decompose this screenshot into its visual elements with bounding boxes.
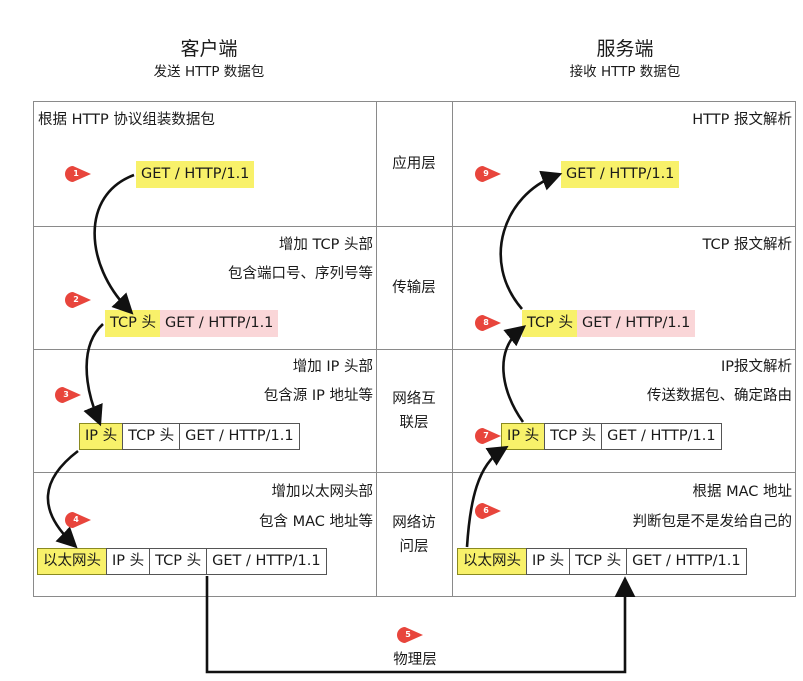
server-note-ip-2: 传送数据包、确定路由: [647, 388, 792, 404]
step-badge-8: 8: [475, 315, 501, 331]
server-subtitle: 接收 HTTP 数据包: [569, 64, 681, 80]
step-badge-6: 6: [475, 503, 501, 519]
layer-transport: 传输层: [392, 280, 436, 296]
arrow-server-transport-to-app: [499, 170, 563, 310]
row-divider-3: [33, 472, 796, 473]
http-request-line: GET / HTTP/1.1: [561, 161, 680, 188]
server-note-tcp: TCP 报文解析: [702, 237, 793, 253]
http-request-line: GET / HTTP/1.1: [136, 161, 255, 188]
row-divider-1: [33, 226, 796, 227]
step-badge-2: 2: [65, 292, 91, 308]
layer-physical: 物理层: [393, 652, 437, 668]
layer-application: 应用层: [392, 156, 436, 172]
ip-header: IP 头: [501, 423, 546, 450]
server-packet-app: GET / HTTP/1.1: [561, 161, 680, 188]
client-note-ip-2: 包含源 IP 地址等: [263, 388, 373, 404]
server-title: 服务端: [596, 38, 654, 60]
client-note-tcp-1: 增加 TCP 头部: [278, 237, 373, 253]
step-badge-3: 3: [55, 387, 81, 403]
step-badge-1: 1: [65, 166, 91, 182]
client-note-mac-2: 包含 MAC 地址等: [258, 514, 373, 530]
step-badge-7: 7: [475, 428, 501, 444]
client-subtitle: 发送 HTTP 数据包: [153, 64, 265, 80]
server-note-mac-2: 判断包是不是发给自己的: [632, 514, 793, 530]
client-note-app: 根据 HTTP 协议组装数据包: [38, 112, 215, 128]
client-packet-app: GET / HTTP/1.1: [136, 161, 255, 188]
layer-link-line1: 网络访: [392, 515, 436, 531]
http-request-line: GET / HTTP/1.1: [160, 310, 279, 337]
tcp-header: TCP 头: [122, 423, 181, 450]
http-request-line: GET / HTTP/1.1: [206, 548, 327, 575]
client-title: 客户端: [180, 38, 238, 60]
server-note-app: HTTP 报文解析: [692, 112, 792, 128]
step-badge-4: 4: [65, 512, 91, 528]
ip-header: IP 头: [106, 548, 151, 575]
arrow-server-link-to-network: [465, 445, 509, 548]
step-badge-5: 5: [397, 627, 423, 643]
layer-network-line1: 网络互: [392, 391, 436, 407]
arrow-server-network-to-transport: [502, 325, 527, 423]
http-request-line: GET / HTTP/1.1: [626, 548, 747, 575]
step-badge-9: 9: [475, 166, 501, 182]
tcp-header: TCP 头: [149, 548, 208, 575]
ip-header: IP 头: [526, 548, 571, 575]
client-note-ip-1: 增加 IP 头部: [292, 359, 373, 375]
client-packet-transport: TCP 头 GET / HTTP/1.1: [105, 310, 279, 337]
ethernet-header: 以太网头: [37, 548, 107, 575]
row-divider-2: [33, 349, 796, 350]
layer-network-line2: 联层: [399, 415, 429, 431]
server-packet-network: IP 头 TCP 头 GET / HTTP/1.1: [501, 423, 722, 450]
ethernet-header: 以太网头: [457, 548, 527, 575]
arrow-client-network-to-link: [46, 449, 79, 549]
arrow-physical-link: [205, 576, 636, 674]
server-note-ip-1: IP报文解析: [720, 359, 792, 375]
arrow-client-app-to-transport: [93, 173, 135, 315]
client-note-mac-1: 增加以太网头部: [271, 484, 374, 500]
http-request-line: GET / HTTP/1.1: [179, 423, 300, 450]
tcp-header: TCP 头: [569, 548, 628, 575]
layer-link-line2: 问层: [399, 539, 429, 555]
http-request-line: GET / HTTP/1.1: [577, 310, 696, 337]
client-note-tcp-2: 包含端口号、序列号等: [228, 266, 373, 282]
client-packet-link: 以太网头 IP 头 TCP 头 GET / HTTP/1.1: [37, 548, 327, 575]
http-request-line: GET / HTTP/1.1: [601, 423, 722, 450]
arrow-client-transport-to-network: [83, 323, 104, 427]
server-packet-link: 以太网头 IP 头 TCP 头 GET / HTTP/1.1: [457, 548, 747, 575]
server-note-mac-1: 根据 MAC 地址: [692, 484, 792, 500]
tcp-header: TCP 头: [522, 310, 578, 337]
server-packet-transport: TCP 头 GET / HTTP/1.1: [522, 310, 696, 337]
